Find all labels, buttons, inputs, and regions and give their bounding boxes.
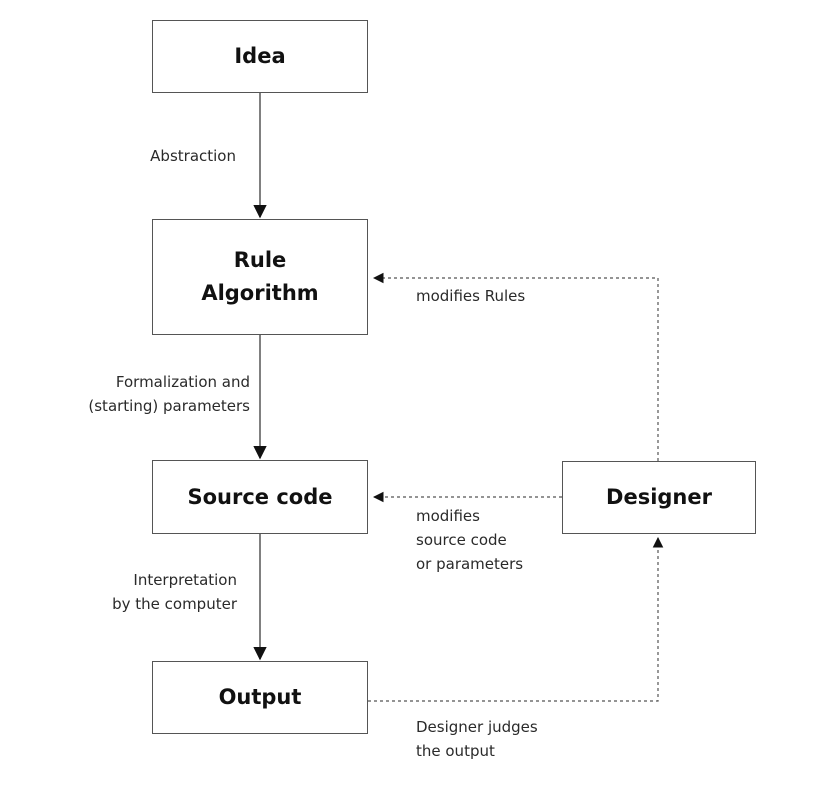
edge-label-modifies-rules-text: modifies Rules bbox=[416, 287, 526, 305]
node-rule-label-line2: Algorithm bbox=[201, 281, 319, 305]
node-idea-label: Idea bbox=[234, 44, 286, 68]
edge-label-formalization-line2: (starting) parameters bbox=[88, 397, 250, 415]
node-output-label: Output bbox=[218, 685, 302, 709]
node-source-code: Source code bbox=[152, 460, 368, 534]
edge-label-judges-line2: the output bbox=[416, 742, 495, 760]
edge-label-formalization: Formalization and (starting) parameters bbox=[88, 370, 250, 418]
edge-label-interpretation-line1: Interpretation bbox=[133, 571, 237, 589]
node-output: Output bbox=[152, 661, 368, 734]
edge-label-judges-line1: Designer judges bbox=[416, 718, 538, 736]
edge-label-designer-judges: Designer judges the output bbox=[416, 715, 538, 763]
edge-label-modifies-rules: modifies Rules bbox=[416, 284, 525, 308]
node-idea: Idea bbox=[152, 20, 368, 93]
edge-label-modifies-source: modifies source code or parameters bbox=[416, 504, 523, 576]
edge-label-modifies-source-line1: modifies bbox=[416, 507, 480, 525]
node-rule-label-line1: Rule bbox=[233, 248, 287, 272]
edge-label-abstraction-text: Abstraction bbox=[150, 147, 236, 165]
node-designer-label: Designer bbox=[606, 485, 712, 509]
node-rule-algorithm: Rule Algorithm bbox=[152, 219, 368, 335]
edge-label-modifies-source-line3: or parameters bbox=[416, 555, 524, 573]
arrow-designer-to-rule bbox=[372, 272, 659, 461]
arrow-output-to-designer bbox=[368, 536, 664, 702]
edge-label-formalization-line1: Formalization and bbox=[115, 373, 250, 391]
edge-label-interpretation: Interpretation by the computer bbox=[112, 568, 237, 616]
node-source-label: Source code bbox=[187, 484, 333, 509]
edge-label-interpretation-line2: by the computer bbox=[112, 595, 237, 613]
node-designer: Designer bbox=[562, 461, 756, 534]
edge-label-abstraction: Abstraction bbox=[150, 144, 236, 168]
edge-label-modifies-source-line2: source code bbox=[416, 531, 507, 549]
